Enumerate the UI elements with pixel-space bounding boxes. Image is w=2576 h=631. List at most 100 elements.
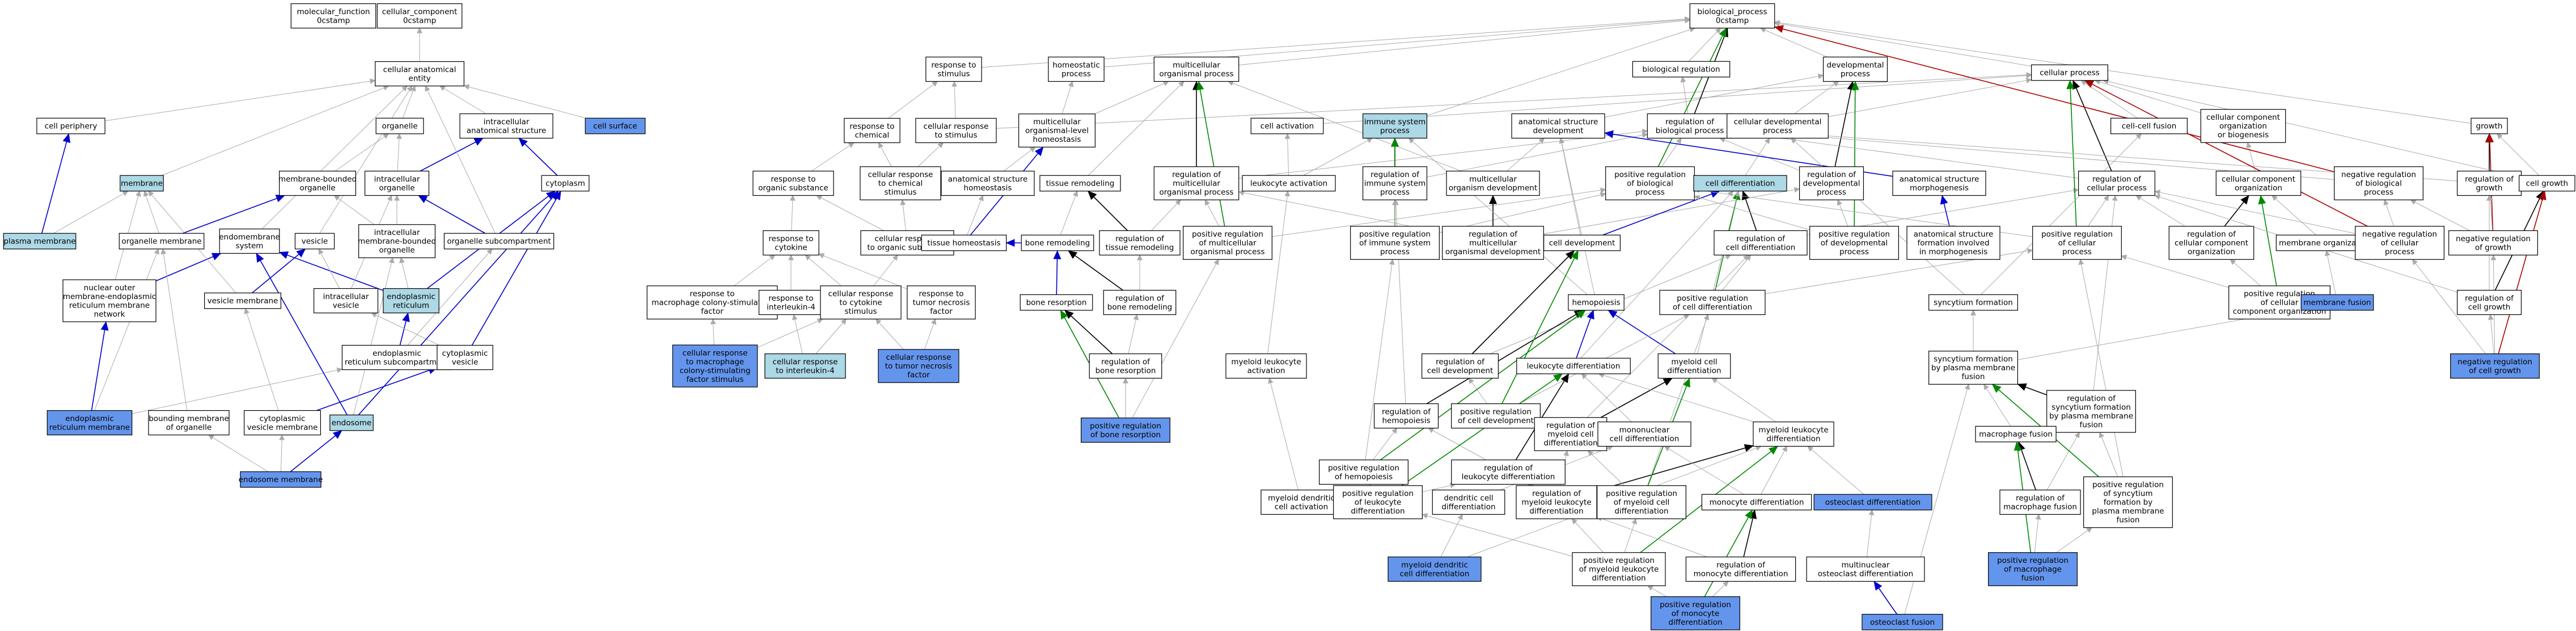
node-cdiff[interactable]: cell differentiation	[1693, 175, 1787, 192]
node-ccfus[interactable]: cell-cell fusion	[2110, 117, 2188, 134]
node-memfus[interactable]: membrane fusion	[2300, 294, 2374, 311]
node-cact[interactable]: cell activation	[1250, 117, 1324, 134]
node-ldiff[interactable]: leukocyte differentiation	[1516, 357, 1631, 375]
node-pm[interactable]: plasma membrane	[3, 233, 77, 250]
node-cgrowth[interactable]: cell growth	[2519, 175, 2575, 192]
node-lact[interactable]: leukocyte activation	[1242, 175, 1336, 192]
node-monodiff[interactable]: monocyte differentiation	[1701, 494, 1812, 511]
node-mfus[interactable]: macrophage fusion	[1975, 426, 2057, 443]
node-bres[interactable]: bone resorption	[1020, 294, 1093, 311]
node-cper[interactable]: cell periphery	[36, 117, 105, 134]
node-tremod[interactable]: tissue remodeling	[1039, 175, 1121, 192]
node-ocdiff[interactable]: osteoclast differentiation	[1813, 494, 1932, 511]
node-cellsurf[interactable]: cell surface	[585, 117, 646, 134]
node-ocfus[interactable]: osteoclast fusion	[1862, 613, 1943, 630]
node-vesicle[interactable]: vesicle	[294, 233, 335, 250]
node-hemo[interactable]: hemopoiesis	[1568, 294, 1625, 311]
node-growth[interactable]: growth	[2471, 117, 2508, 134]
node-osub[interactable]: organelle subcompartment	[443, 233, 555, 250]
node-bremod[interactable]: bone remodeling	[1021, 234, 1094, 251]
node-cproc[interactable]: cellular process	[2031, 64, 2109, 81]
node-organelle[interactable]: organelle	[375, 117, 424, 134]
node-endosome[interactable]: endosome	[329, 414, 374, 431]
node-cdev[interactable]: cell development	[1543, 234, 1621, 251]
